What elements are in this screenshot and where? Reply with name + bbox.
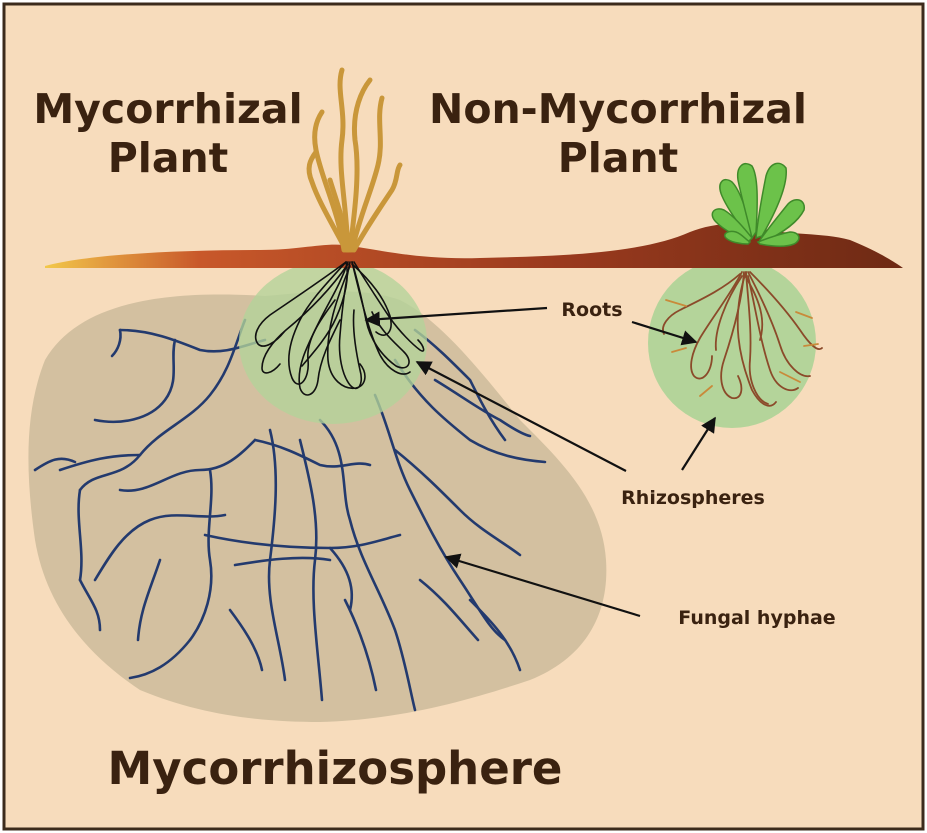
mycorrhizal-plant-label-line1: Mycorrhizal <box>33 85 302 133</box>
rhizospheres-label: Rhizospheres <box>621 487 765 509</box>
mycorrhizal-plant-label-line2: Plant <box>108 134 229 182</box>
non-mycorrhizal-plant-label-line1: Non-Mycorrhizal <box>429 85 807 133</box>
mycorrhizosphere-label: Mycorrhizosphere <box>108 742 563 795</box>
roots-label: Roots <box>561 299 622 321</box>
non-mycorrhizal-plant-label-line2: Plant <box>558 134 679 182</box>
fungal-hyphae-label: Fungal hyphae <box>678 607 835 629</box>
rhizosphere-right <box>648 258 816 428</box>
